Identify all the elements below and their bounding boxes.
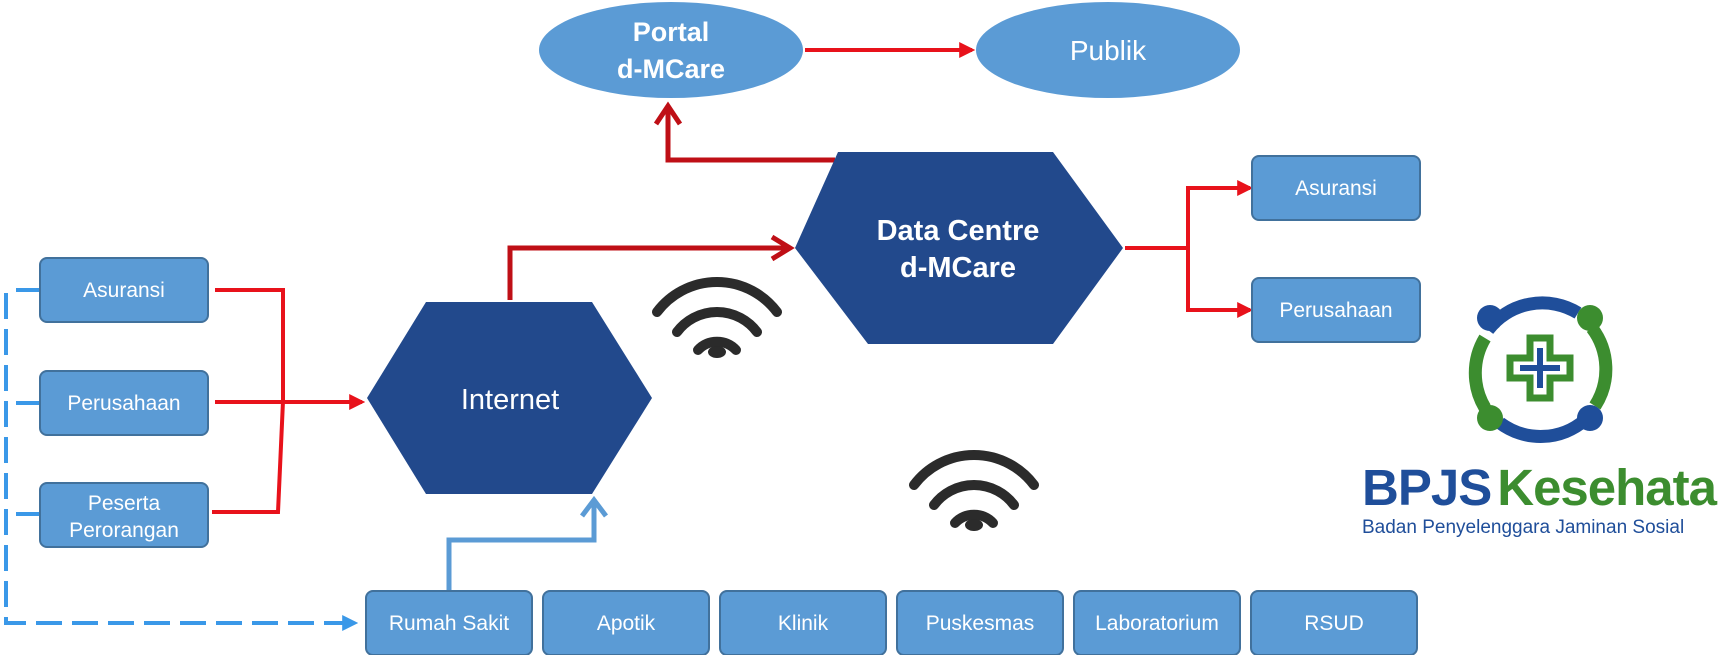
portal-ellipse[interactable]: Portal d-MCare xyxy=(539,2,803,98)
source-box-peserta-perorangan[interactable]: Peserta Perorangan xyxy=(39,482,209,548)
datacentre-to-portal-connector xyxy=(653,101,835,163)
target-asuransi-label: Asuransi xyxy=(1295,177,1377,200)
provider-label: Klinik xyxy=(778,612,829,635)
data-centre-hexagon[interactable]: Data Centre d-MCare xyxy=(795,152,1123,344)
rumahsakit-to-internet-connector xyxy=(446,495,608,592)
data-centre-line1: Data Centre xyxy=(877,215,1040,247)
dashed-feedback-connector xyxy=(4,288,359,631)
provider-box-puskesmas[interactable]: Puskesmas xyxy=(896,590,1064,655)
svg-text:BPJSKesehatan: BPJSKesehatan xyxy=(1362,459,1718,516)
left-sources-to-internet-connector xyxy=(212,288,366,514)
target-box-asuransi[interactable]: Asuransi xyxy=(1251,155,1421,221)
provider-label: Laboratorium xyxy=(1095,612,1219,635)
internet-hexagon[interactable]: Internet xyxy=(367,302,652,494)
publik-ellipse[interactable]: Publik xyxy=(976,2,1240,98)
source-box-perusahaan[interactable]: Perusahaan xyxy=(39,370,209,436)
internet-label: Internet xyxy=(461,384,559,416)
datacentre-to-targets-connector xyxy=(1125,180,1254,318)
provider-label: Rumah Sakit xyxy=(389,612,509,635)
provider-label: RSUD xyxy=(1304,612,1364,635)
provider-label: Puskesmas xyxy=(926,612,1035,635)
source-asuransi-label: Asuransi xyxy=(83,279,165,302)
logo-brand-part2: Kesehatan xyxy=(1497,459,1718,516)
logo-tagline: Badan Penyelenggara Jaminan Sosial xyxy=(1362,517,1684,538)
portal-line1: Portal xyxy=(633,17,710,47)
provider-label: Apotik xyxy=(597,612,656,635)
wifi-icon xyxy=(909,450,1039,531)
source-peserta-line2: Perorangan xyxy=(69,519,179,542)
source-peserta-line1: Peserta xyxy=(88,492,161,515)
wifi-icon xyxy=(652,277,782,358)
provider-box-laboratorium[interactable]: Laboratorium xyxy=(1073,590,1241,655)
bpjs-emblem-icon xyxy=(1468,296,1613,443)
internet-to-datacentre-connector xyxy=(507,234,795,300)
portal-line2: d-MCare xyxy=(617,54,725,84)
provider-box-apotik[interactable]: Apotik xyxy=(542,590,710,655)
target-box-perusahaan[interactable]: Perusahaan xyxy=(1251,277,1421,343)
target-perusahaan-label: Perusahaan xyxy=(1279,299,1392,322)
publik-label: Publik xyxy=(1070,35,1147,66)
provider-box-klinik[interactable]: Klinik xyxy=(719,590,887,655)
provider-box-rumah-sakit[interactable]: Rumah Sakit xyxy=(365,590,533,655)
data-centre-line2: d-MCare xyxy=(900,252,1016,284)
bpjs-logo: BPJSKesehatan Badan Penyelenggara Jamina… xyxy=(1362,296,1718,538)
provider-box-rsud[interactable]: RSUD xyxy=(1250,590,1418,655)
source-perusahaan-label: Perusahaan xyxy=(67,392,180,415)
source-box-asuransi[interactable]: Asuransi xyxy=(39,257,209,323)
logo-brand-part1: BPJS xyxy=(1362,459,1491,516)
